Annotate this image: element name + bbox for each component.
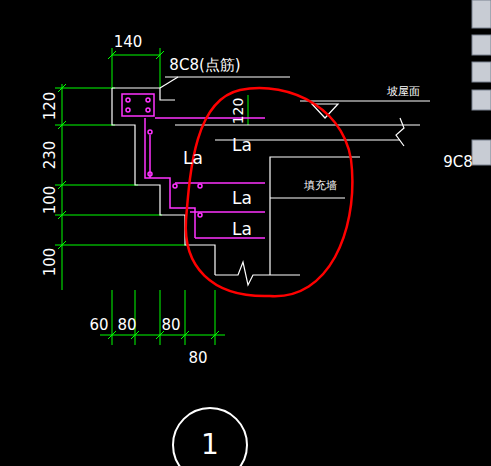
dimension-label: 80 — [188, 351, 207, 366]
dimension-label: 120 — [231, 98, 245, 125]
dimension-label: 140 — [114, 35, 143, 50]
dimension-label: La — [232, 190, 252, 207]
dimension-label: 100 — [43, 248, 58, 277]
dimension-label: 120 — [43, 92, 58, 121]
dimension-label: 填充墙 — [304, 180, 337, 191]
callout-number: 1 — [201, 431, 219, 459]
dimension-label: 80 — [161, 318, 180, 333]
dimension-label: 9C8 — [443, 155, 473, 170]
dimension-label: 80 — [117, 318, 136, 333]
dimension-label: 100 — [43, 186, 58, 215]
dimension-label: 230 — [43, 141, 58, 170]
dimension-label: 坡屋面 — [387, 86, 420, 97]
dimension-label: La — [232, 221, 252, 238]
dimension-label: 60 — [89, 318, 108, 333]
dimension-label: La — [183, 150, 203, 167]
dimension-label: 8C8(点筋) — [169, 58, 240, 73]
callout-circle: 1 — [172, 407, 248, 466]
dimension-label: La — [232, 137, 252, 154]
